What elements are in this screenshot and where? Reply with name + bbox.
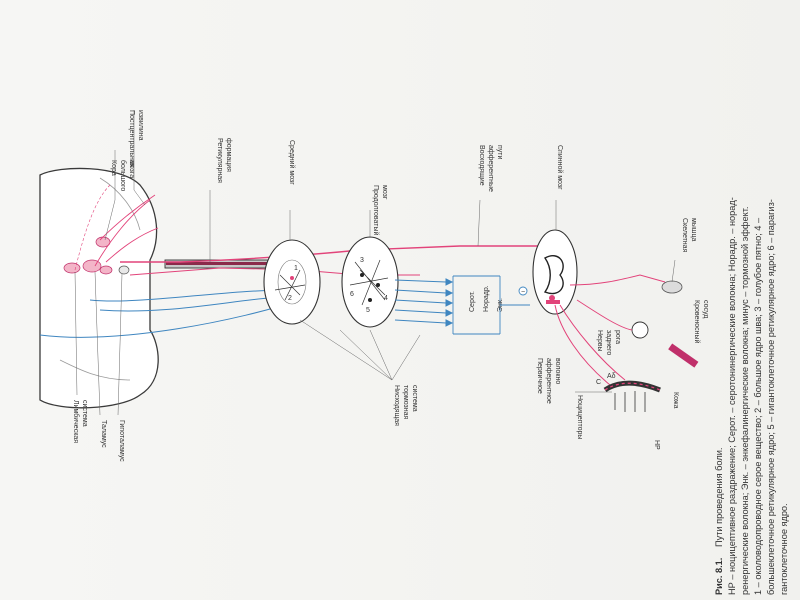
cortex-fibers bbox=[94, 194, 159, 267]
label-skin: Кожа bbox=[672, 392, 679, 409]
label-nociceptors: Ноцицепторы bbox=[576, 395, 583, 439]
label-c: С bbox=[596, 379, 601, 386]
label-serot: Серот. bbox=[469, 291, 476, 312]
label-vessel-1: Кровеносный bbox=[693, 300, 701, 344]
label-reticular-1: Ретикулярная bbox=[216, 138, 223, 183]
label-ascending-3: пути bbox=[496, 145, 503, 159]
thalamus-nucleus-a bbox=[63, 262, 81, 274]
afferent-fiber bbox=[554, 304, 626, 386]
label-num-2: 2 bbox=[288, 295, 292, 302]
label-root-2: заднего bbox=[605, 330, 612, 355]
label-postcentral-1: Постцентральная bbox=[128, 110, 135, 168]
label-np: НР bbox=[653, 440, 660, 450]
label-root-3: рога bbox=[614, 330, 621, 344]
label-ascending-2: афферентные bbox=[487, 145, 494, 192]
thalamus-nucleus-b bbox=[82, 259, 102, 273]
label-ad: Аδ bbox=[607, 373, 616, 380]
descending-arrows bbox=[394, 278, 454, 327]
label-ascending-1: Восходящие bbox=[478, 145, 485, 186]
caption-block: Рис. 8.1. Пути проведения боли. НР – ноц… bbox=[714, 197, 789, 595]
svg-text:−: − bbox=[521, 289, 525, 296]
spinal-cord-section bbox=[532, 229, 578, 315]
label-enk: Энк. bbox=[497, 298, 504, 312]
label-spinal: Спинной мозг bbox=[556, 145, 564, 190]
label-descending-3: система bbox=[411, 385, 418, 412]
label-skeletal-1: Скелетная bbox=[681, 218, 688, 253]
label-num-1: 1 bbox=[294, 265, 298, 272]
skin-section bbox=[603, 380, 661, 412]
label-reticular-2: формация bbox=[225, 138, 232, 172]
caption-line-2: НР – ноцицептивное раздражение; Серот. –… bbox=[727, 197, 737, 595]
label-hypothalamus: Гипоталамус bbox=[118, 420, 125, 462]
label-num-5: 5 bbox=[366, 307, 370, 314]
label-descending-2: тормозная bbox=[402, 385, 409, 420]
label-num-4: 4 bbox=[384, 295, 388, 302]
thalamus-nucleus-d bbox=[99, 265, 113, 275]
caption-line-1: Пути проведения боли. bbox=[714, 448, 724, 547]
label-skeletal-2: мышца bbox=[690, 218, 697, 241]
label-primary-2: афферентное bbox=[545, 358, 552, 404]
label-primary-3: волокно bbox=[554, 358, 561, 384]
label-num-3: 3 bbox=[360, 257, 364, 264]
label-cortex-2: большого bbox=[119, 160, 127, 191]
label-midbrain: Средний мозг bbox=[288, 140, 296, 185]
caption-title: Рис. 8.1. bbox=[714, 558, 724, 595]
leader-lines bbox=[74, 110, 676, 416]
caption-line-5: большеклеточное ретикулярное ядро; 5 – г… bbox=[766, 199, 776, 595]
label-root-1: Нервы bbox=[596, 330, 603, 352]
brain-outline bbox=[39, 167, 159, 409]
label-num-6: 6 bbox=[350, 291, 354, 298]
label-norad: Норадр. bbox=[483, 285, 490, 312]
label-limbic-1: Лимбическая bbox=[72, 400, 80, 443]
skeletal-muscle bbox=[661, 280, 683, 294]
caption-line-6: гантоклеточное ядро. bbox=[779, 503, 789, 595]
minus-marker bbox=[518, 286, 528, 296]
label-cortex-1: Кора bbox=[110, 160, 117, 176]
label-descending-1: Нисходящая bbox=[393, 385, 400, 426]
caption-line-3: ренергические волокна; Энк. – энкефалине… bbox=[740, 207, 750, 595]
caption-line-4: 1 – околоводопроводное серое вещество; 2… bbox=[753, 217, 763, 595]
thalamus-nucleus-e bbox=[118, 265, 130, 275]
label-cortex-3: мозга bbox=[128, 160, 135, 178]
label-vessel-2: сосуд bbox=[702, 300, 709, 318]
label-primary-1: Первичное bbox=[536, 358, 543, 394]
label-medulla-1: Продолговатый bbox=[372, 185, 380, 235]
label-limbic-2: система bbox=[81, 400, 88, 427]
label-postcentral-2: извилина bbox=[137, 110, 144, 141]
medulla-section bbox=[341, 236, 399, 328]
label-medulla-2: мозг bbox=[381, 185, 388, 200]
blood-vessel bbox=[668, 343, 699, 368]
midbrain-section bbox=[263, 239, 321, 325]
label-thalamus: Таламус bbox=[100, 420, 107, 448]
